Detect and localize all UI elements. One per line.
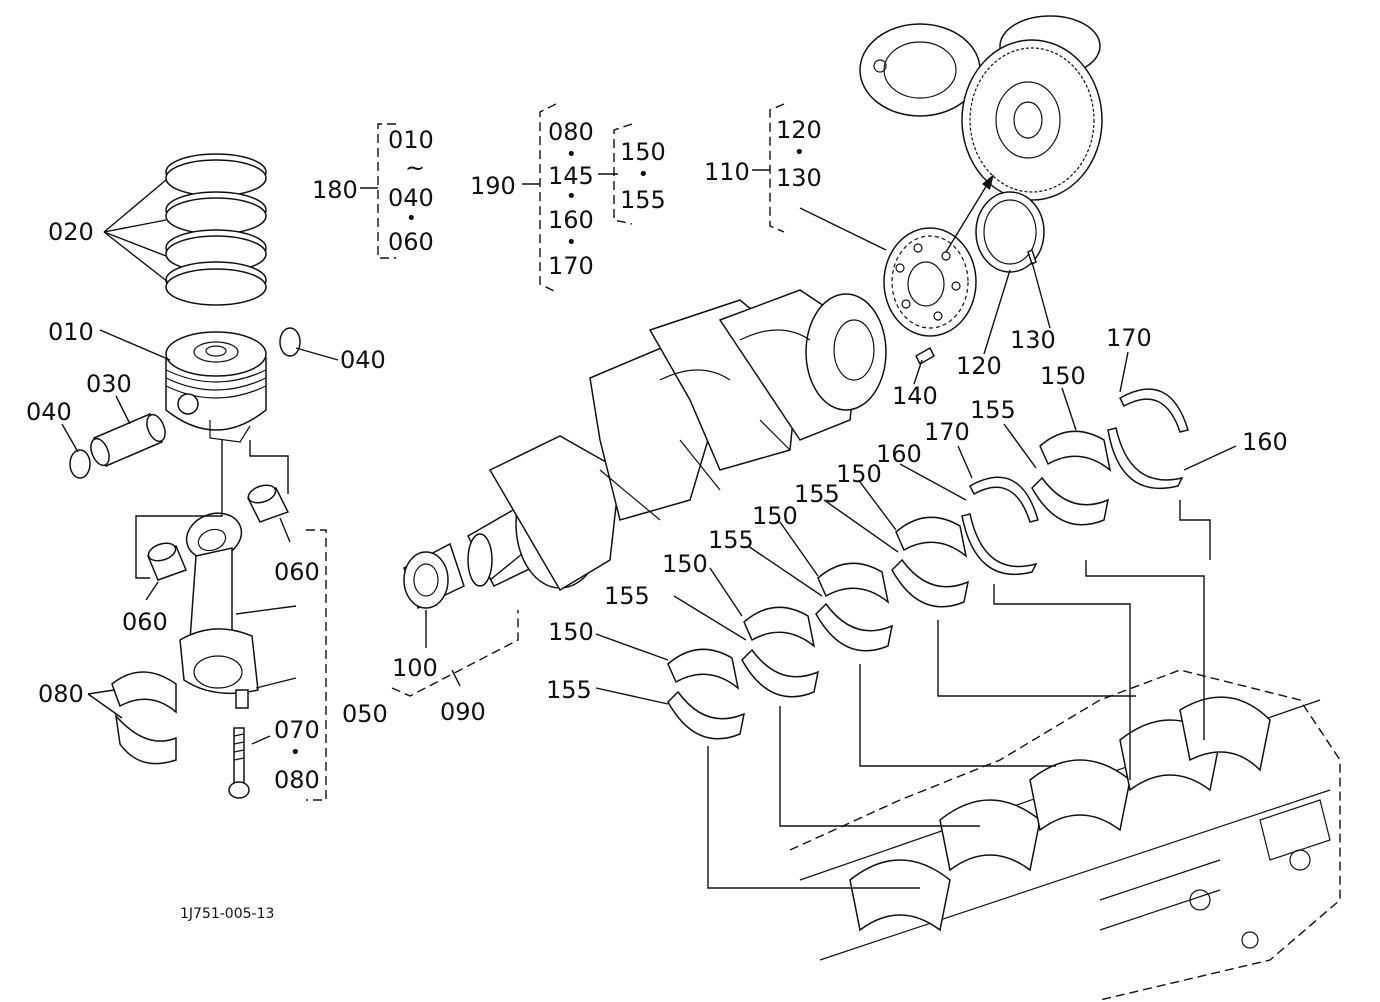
label-190-160[interactable]: 160 [548, 206, 594, 234]
label-180-060[interactable]: 060 [388, 228, 434, 256]
label-140[interactable]: 140 [892, 382, 938, 410]
label-050[interactable]: 050 [342, 700, 388, 728]
label-110[interactable]: 110 [704, 158, 750, 186]
connecting-rod-bearing [111, 671, 177, 765]
label-080-bolt[interactable]: 080 [274, 766, 320, 794]
main-bearing-set-2 [891, 516, 970, 608]
main-bearing-set-5 [667, 648, 746, 740]
label-180-tilde: ~ [405, 154, 425, 182]
label-155-mid[interactable]: 155 [794, 480, 840, 508]
label-180-040[interactable]: 040 [388, 184, 434, 212]
dot-070-080: • [290, 742, 301, 763]
piston [165, 331, 267, 443]
snap-ring-right [279, 327, 301, 357]
crankcase-block [789, 669, 1341, 1001]
label-190-dot2: • [566, 186, 577, 207]
label-060-upper[interactable]: 060 [274, 558, 320, 586]
label-060-lower[interactable]: 060 [122, 608, 168, 636]
thrust-washer-160a [1107, 388, 1189, 490]
label-040-left[interactable]: 040 [26, 398, 72, 426]
label-190-dot3: • [566, 232, 577, 253]
connecting-rod-bolt [228, 727, 250, 799]
label-180-dot: • [406, 208, 417, 229]
label-190-155[interactable]: 155 [620, 186, 666, 214]
label-155-5[interactable]: 155 [546, 676, 592, 704]
label-190-170[interactable]: 170 [548, 252, 594, 280]
label-040-right[interactable]: 040 [340, 346, 386, 374]
idle-gear-assembly [859, 15, 1103, 201]
label-110-120[interactable]: 120 [776, 116, 822, 144]
part-labels: 020 010 040 030 040 060 060 080 050 070 … [26, 116, 1288, 794]
label-160-top[interactable]: 160 [1242, 428, 1288, 456]
label-170-mid[interactable]: 170 [924, 418, 970, 446]
label-180-010[interactable]: 010 [388, 126, 434, 154]
label-155-top[interactable]: 155 [970, 396, 1016, 424]
crankshaft [467, 289, 887, 592]
label-190-150[interactable]: 150 [620, 138, 666, 166]
label-150-3[interactable]: 150 [752, 502, 798, 530]
label-030[interactable]: 030 [86, 370, 132, 398]
label-070[interactable]: 070 [274, 716, 320, 744]
small-end-bushing-upper [246, 484, 290, 523]
label-150-5[interactable]: 150 [548, 618, 594, 646]
snap-ring-left [69, 449, 91, 479]
crank-gear-bearing [403, 542, 465, 610]
label-190-sub-dot: • [638, 164, 649, 185]
connecting-rod [179, 512, 259, 709]
main-bearing-set-3 [815, 562, 894, 652]
thrust-washer-170a [961, 476, 1039, 576]
label-090[interactable]: 090 [440, 698, 486, 726]
label-110-dot: • [794, 142, 805, 163]
label-020[interactable]: 020 [48, 218, 94, 246]
label-110-130[interactable]: 130 [776, 164, 822, 192]
label-150-4[interactable]: 150 [662, 550, 708, 578]
crankshaft-key [915, 346, 935, 366]
small-end-bushing-lower [147, 542, 187, 581]
front-bushing [975, 191, 1045, 273]
label-160-mid[interactable]: 160 [876, 440, 922, 468]
label-155-3[interactable]: 155 [708, 526, 754, 554]
label-155-4[interactable]: 155 [604, 582, 650, 610]
label-180[interactable]: 180 [312, 176, 358, 204]
label-010[interactable]: 010 [48, 318, 94, 346]
label-150-mid[interactable]: 150 [836, 460, 882, 488]
diagram-code: 1J751-005-13 [180, 906, 274, 922]
label-120[interactable]: 120 [956, 352, 1002, 380]
label-080[interactable]: 080 [38, 680, 84, 708]
crankshaft-gear [883, 227, 977, 337]
label-100[interactable]: 100 [392, 654, 438, 682]
leader-lines [61, 103, 1237, 889]
label-150-top[interactable]: 150 [1040, 362, 1086, 390]
label-190-080[interactable]: 080 [548, 118, 594, 146]
piston-pin [90, 413, 166, 467]
label-190-145[interactable]: 145 [548, 162, 594, 190]
main-bearing-set-1 [1031, 430, 1112, 526]
label-130[interactable]: 130 [1010, 326, 1056, 354]
label-170-top[interactable]: 170 [1106, 324, 1152, 352]
main-bearing-set-4 [741, 606, 820, 698]
piston-ring-set [165, 153, 267, 306]
label-190-dot1: • [566, 144, 577, 165]
label-190[interactable]: 190 [470, 172, 516, 200]
